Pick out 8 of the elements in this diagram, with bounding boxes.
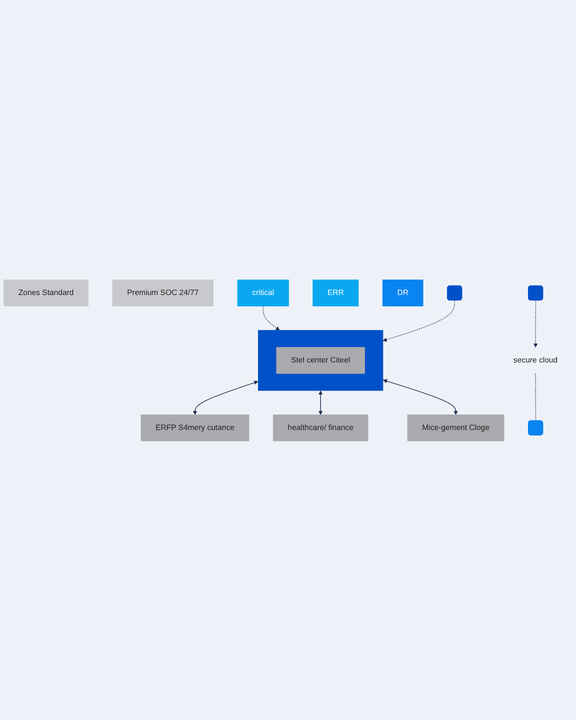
arrow — [192, 380, 258, 415]
arrow — [533, 300, 538, 348]
cluster — [258, 330, 384, 390]
arrow — [318, 390, 323, 415]
connector — [535, 372, 536, 421]
arrow — [382, 378, 458, 415]
arrow — [262, 305, 280, 330]
arrow — [382, 299, 455, 342]
